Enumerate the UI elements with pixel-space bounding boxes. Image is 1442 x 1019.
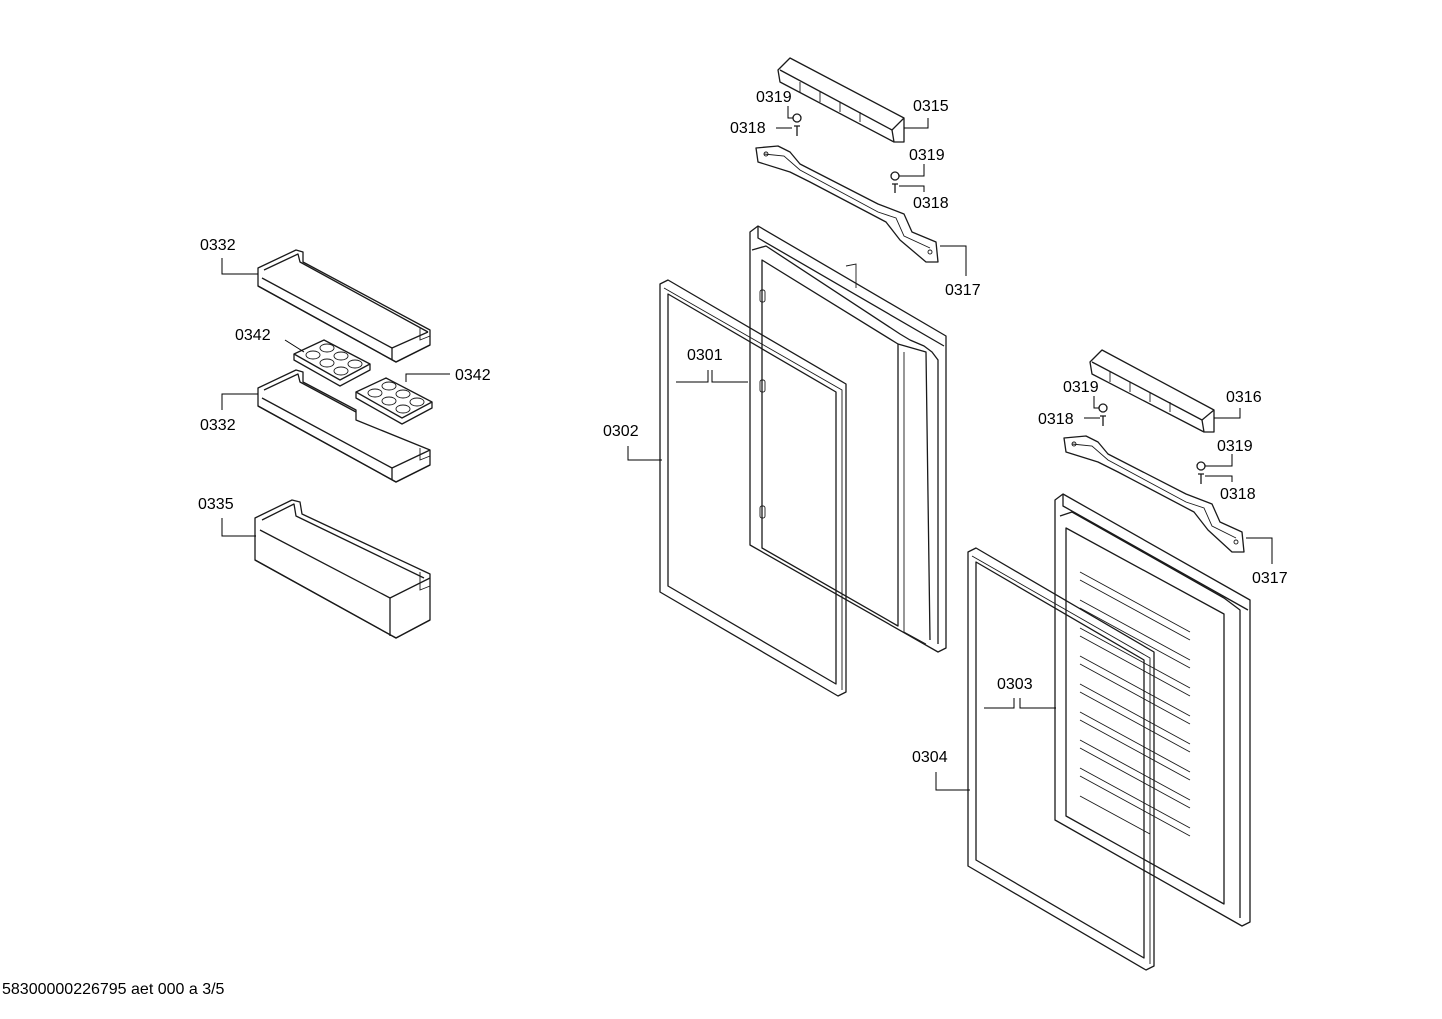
label-0318-lower-b: 0318: [1220, 486, 1256, 503]
label-0319-lower-a: 0319: [1063, 379, 1099, 396]
label-0318-upper-b: 0318: [913, 195, 949, 212]
label-0315: 0315: [913, 98, 949, 115]
label-0332-upper: 0332: [200, 237, 236, 254]
egg-tray-right: [355, 377, 433, 425]
document-reference: 58300000226795 aet 000 a 3/5: [2, 981, 225, 998]
door-shelf-lower: [257, 369, 431, 483]
label-0317-upper: 0317: [945, 282, 981, 299]
screw-0319-lower-a: [1098, 403, 1108, 426]
part-labels: 0315 0319 0318 0319 0318 0317 0301 0302 …: [198, 89, 1288, 766]
label-0318-upper-a: 0318: [730, 120, 766, 137]
label-0304: 0304: [912, 749, 948, 766]
leader-lines: [221, 106, 1273, 791]
door-panel-lower: [1054, 493, 1251, 927]
label-0319-lower-b: 0319: [1217, 438, 1253, 455]
label-0342-left: 0342: [235, 327, 271, 344]
label-0316: 0316: [1226, 389, 1262, 406]
egg-tray-left: [293, 339, 371, 387]
hinge-cover-lower: [1089, 349, 1215, 433]
screw-0319-upper-b: [890, 171, 900, 193]
label-0301: 0301: [687, 347, 723, 364]
label-0303: 0303: [997, 676, 1033, 693]
door-panel-upper: [749, 225, 947, 653]
label-0342-right: 0342: [455, 367, 491, 384]
door-gasket-lower: [967, 547, 1155, 971]
label-0317-lower: 0317: [1252, 570, 1288, 587]
door-shelf-upper: [257, 249, 431, 363]
screw-0319-upper-a: [792, 113, 802, 136]
hinge-bracket-upper: [755, 145, 939, 263]
screw-0319-lower-b: [1196, 461, 1206, 484]
label-0302: 0302: [603, 423, 639, 440]
label-0332-lower: 0332: [200, 417, 236, 434]
label-0318-lower-a: 0318: [1038, 411, 1074, 428]
label-0319-upper-b: 0319: [909, 147, 945, 164]
hinge-bracket-lower: [1063, 435, 1245, 553]
door-gasket-upper: [659, 279, 847, 697]
label-0319-upper-a: 0319: [756, 89, 792, 106]
label-0335: 0335: [198, 496, 234, 513]
bottle-shelf: [254, 499, 431, 639]
hinge-cover-upper: [777, 57, 905, 143]
